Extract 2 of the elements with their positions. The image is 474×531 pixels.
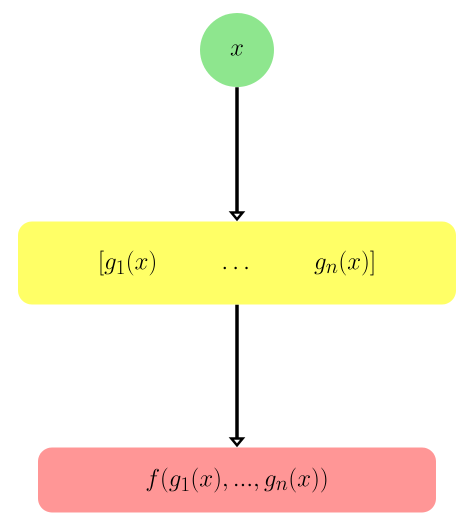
output-box: $f(g_1(x),...,g_n(x))$ [38, 448, 436, 512]
vector-box: $\left[g_1(x)\quad\quad\ldots\quad\quad g_n(x)\right]$ [18, 222, 456, 304]
